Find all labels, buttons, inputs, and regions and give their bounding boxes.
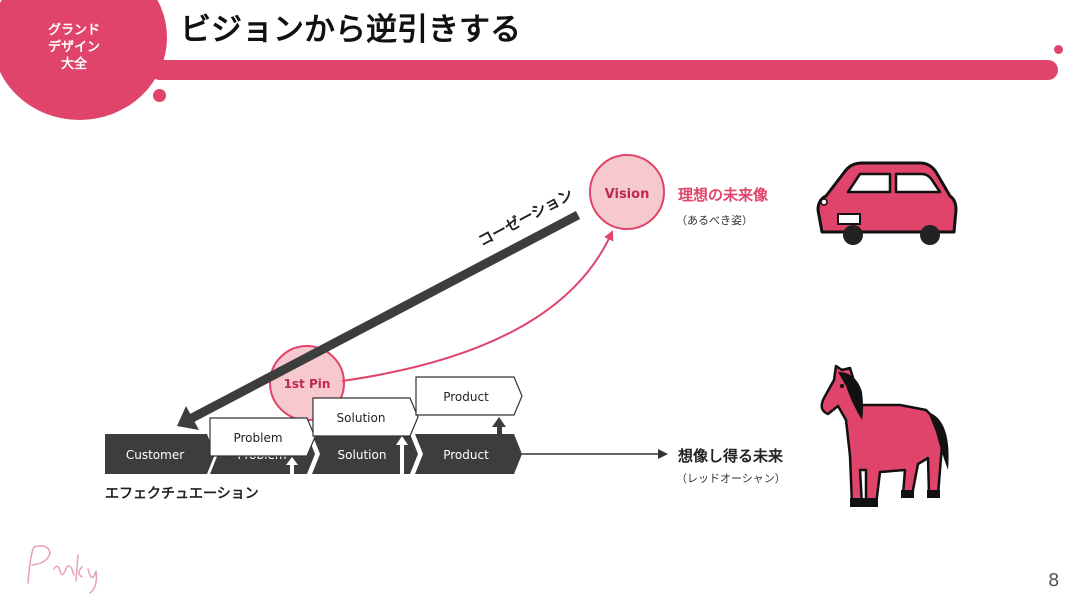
- product-box-label: Product: [443, 390, 489, 404]
- badge-line-1: グランド: [47, 23, 100, 38]
- problem-box: [209, 417, 316, 457]
- chevron-customer: [105, 434, 215, 474]
- vision-circle: [589, 154, 665, 230]
- step-arrow-1-shaft: [290, 464, 294, 476]
- step-arrow-2-shaft: [400, 444, 404, 474]
- car-icon: [816, 161, 958, 245]
- first-pin-label: 1st Pin: [284, 377, 331, 391]
- step-arrow-3-shaft: [497, 426, 502, 434]
- chevron-product-label: Product: [443, 448, 489, 462]
- slide-number: 8: [1048, 570, 1060, 591]
- badge-line-2: デザイン: [47, 40, 100, 55]
- causation-arrow-head: [177, 406, 199, 430]
- horse-icon: [820, 364, 949, 507]
- step-arrow-2-head: [396, 436, 408, 445]
- vision-subtitle: （あるべき姿）: [676, 214, 753, 227]
- pin-to-vision-arrow: [341, 230, 614, 382]
- step-arrow-1-head: [286, 457, 298, 465]
- product-box: [415, 376, 523, 416]
- solution-box: [312, 397, 419, 437]
- chevron-customer-label: Customer: [126, 448, 184, 462]
- solution-box-label: Solution: [337, 411, 386, 425]
- chevron-solution: [312, 434, 418, 474]
- step-arrow-3-head: [492, 417, 506, 427]
- vision-title: 理想の未来像: [678, 186, 769, 204]
- signature-logo: [27, 545, 98, 594]
- future-subtitle: （レッドオーシャン）: [676, 472, 786, 485]
- chevron-solution-label: Solution: [338, 448, 387, 462]
- causation-arrow-shaft: [189, 211, 581, 422]
- badge-line-3: 大全: [60, 57, 87, 72]
- chevron-product: [415, 434, 522, 474]
- decor-dot-right: [1054, 45, 1063, 54]
- problem-box-label: Problem: [233, 431, 282, 445]
- vision-label: Vision: [605, 187, 650, 202]
- decor-dot-left: [153, 89, 166, 102]
- book-badge: グランド デザイン 大全: [28, 22, 120, 73]
- future-arrow-head: [658, 449, 668, 459]
- page-title: ビジョンから逆引きする: [180, 12, 521, 48]
- header-bar: [150, 60, 1058, 80]
- future-title: 想像し得る未来: [677, 447, 784, 465]
- effectuation-label: エフェクチュエーション: [105, 486, 259, 502]
